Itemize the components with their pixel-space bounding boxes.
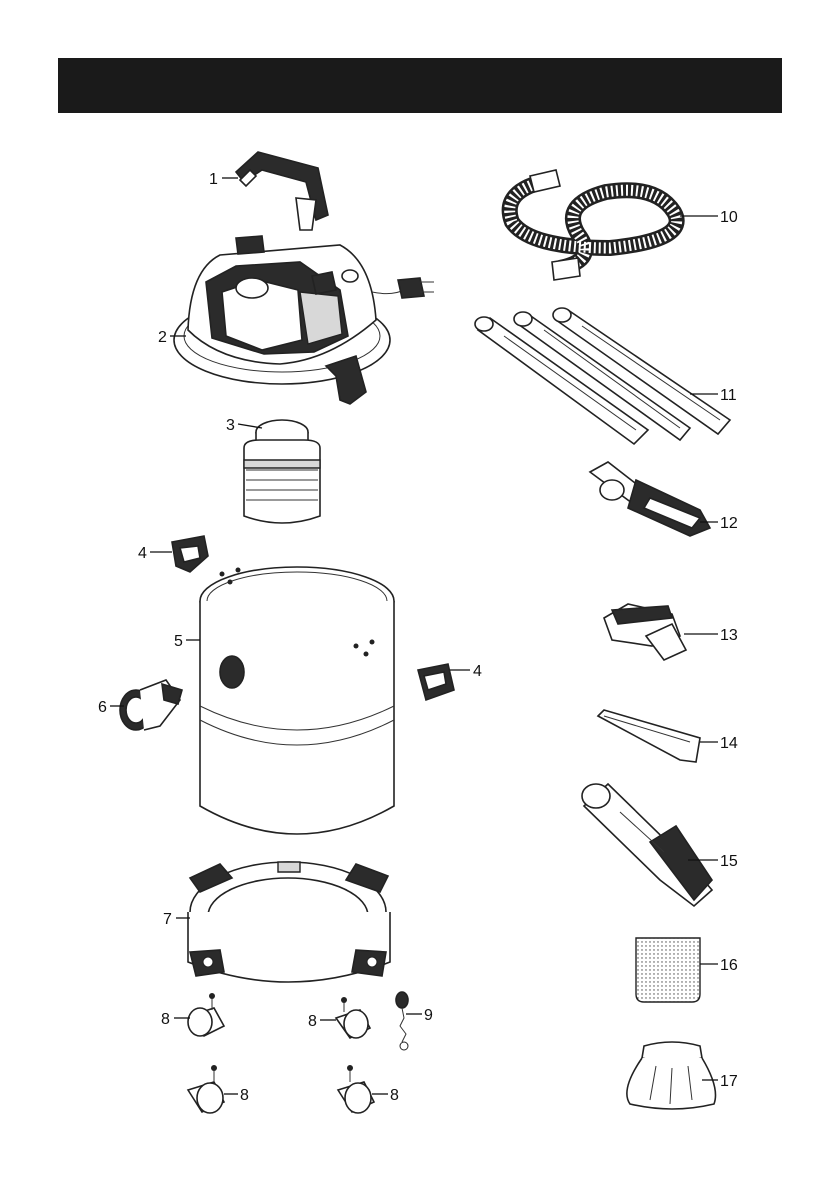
callout-13: 13 [720,627,738,644]
part-squeegee [582,784,712,906]
part-latch-right [418,664,454,700]
part-hose [510,170,677,280]
part-dusting-brush [604,604,686,660]
callout-8: 8 [308,1013,317,1030]
callout-16: 16 [720,957,738,974]
part-extension-wands [475,308,730,444]
callout-17: 17 [720,1073,738,1090]
callout-8: 8 [240,1087,249,1104]
callout-8: 8 [161,1011,170,1028]
part-filter-bag [636,938,700,1002]
part-motor-head [174,236,434,404]
part-latch-left [172,536,208,572]
callout-9: 9 [424,1007,433,1024]
callout-10: 10 [720,209,738,226]
callout-4: 4 [473,663,482,680]
callout-6: 6 [98,699,107,716]
callout-11: 11 [720,387,737,404]
callout-7: 7 [163,911,172,928]
part-caster [336,997,370,1038]
part-outlet-adaptor [120,680,182,730]
callout-5: 5 [174,633,183,650]
callout-4: 4 [138,545,147,562]
callout-14: 14 [720,735,738,752]
part-foam-sleeve [627,1042,716,1109]
part-base-ring [188,862,390,982]
part-crevice-tool [598,710,700,762]
callout-8: 8 [390,1087,399,1104]
callout-12: 12 [720,515,738,532]
callout-3: 3 [226,417,235,434]
part-handle [236,152,328,230]
part-caster [188,993,224,1036]
part-filter-cage [244,420,320,523]
callout-2: 2 [158,329,167,346]
part-floor-nozzle [590,462,710,536]
callout-1: 1 [209,171,218,188]
part-drum [200,567,394,834]
part-caster [188,1065,224,1113]
callout-15: 15 [720,853,738,870]
part-caster [338,1065,374,1113]
part-drain-plug [396,992,408,1050]
